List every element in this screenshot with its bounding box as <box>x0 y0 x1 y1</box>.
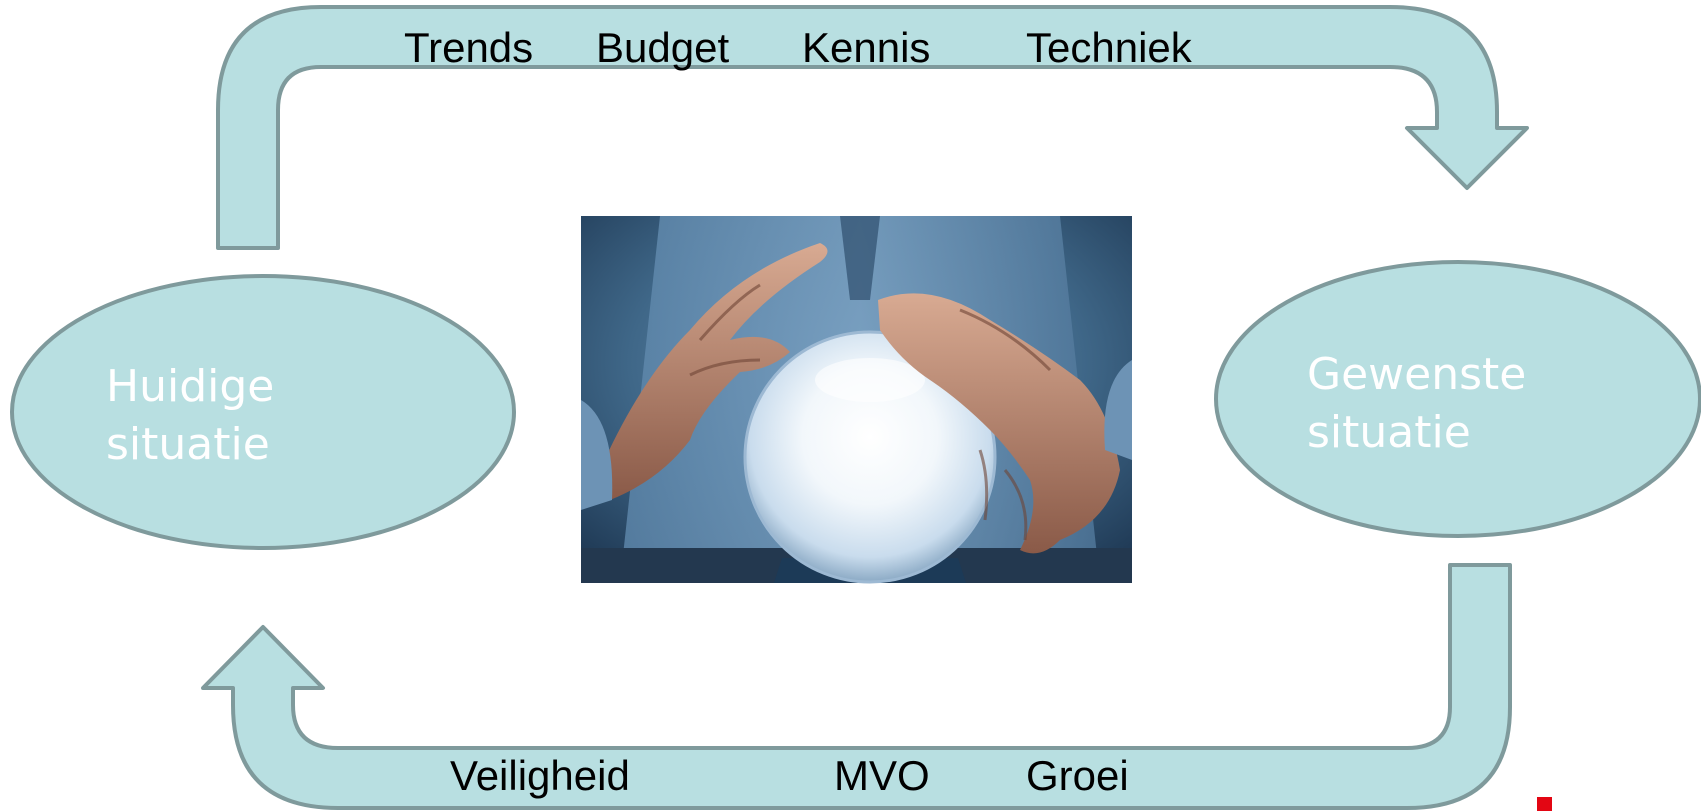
current-situation-line1: Huidige <box>106 361 274 412</box>
current-situation-ellipse <box>10 274 516 550</box>
desired-situation-line1: Gewenste <box>1307 349 1526 400</box>
desired-situation-label: Gewenste situatie <box>1307 349 1540 458</box>
desired-situation-ellipse <box>1214 260 1701 538</box>
current-situation-line2: situatie <box>106 419 270 470</box>
factor-groei: Groei <box>1026 752 1129 799</box>
crystal-ball-image <box>581 216 1132 584</box>
desired-situation-line2: situatie <box>1307 407 1471 458</box>
factor-budget: Budget <box>596 24 729 71</box>
bottom-flow-arrow <box>201 563 1512 810</box>
factor-veiligheid: Veiligheid <box>450 752 630 799</box>
factor-trends: Trends <box>404 24 533 71</box>
current-situation-label: Huidige situatie <box>106 361 288 470</box>
factor-techniek: Techniek <box>1026 24 1193 71</box>
factor-kennis: Kennis <box>802 24 930 71</box>
top-flow-arrow <box>216 5 1529 250</box>
factor-mvo: MVO <box>834 752 930 799</box>
accent-mark <box>1537 797 1552 811</box>
